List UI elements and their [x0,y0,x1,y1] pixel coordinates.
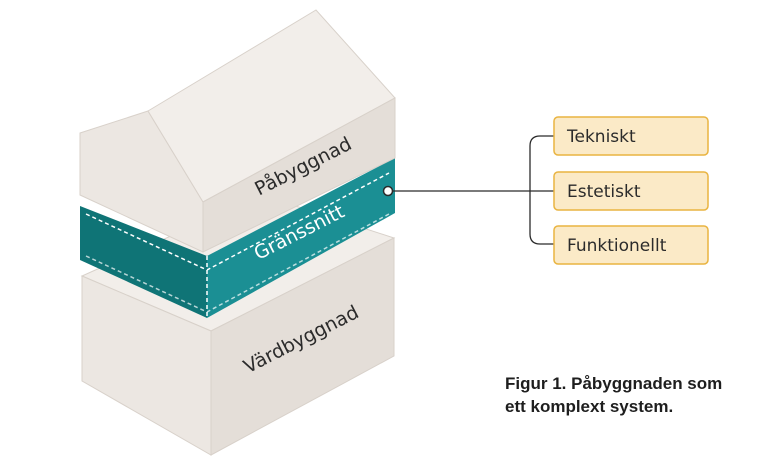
aspect-box-tekniskt: Tekniskt [553,116,709,156]
addition-building: Påbyggnad [79,9,396,253]
aspect-box-funktionellt: Funktionellt [553,225,709,265]
connector-bracket [529,135,554,245]
addition-right-face [202,97,396,253]
aspect-label: Funktionellt [567,236,667,256]
aspect-label: Estetiskt [567,182,641,202]
aspect-box-estetiskt: Estetiskt [553,171,709,211]
aspect-label: Tekniskt [566,127,636,147]
connector [382,135,554,245]
caption-line-1: Figur 1. Påbyggnaden som [505,374,723,393]
interface-right-face [207,158,395,318]
connector-endpoint-dot [382,185,394,197]
caption-line-2: ett komplext system. [505,397,674,416]
interface-left-face [80,206,207,318]
interface-dashed-outline [85,172,390,271]
host-building-right-face [210,237,395,456]
figure-caption: Figur 1. Påbyggnaden som ett komplext sy… [505,372,755,418]
interface-dashed-outline-bottom [85,213,390,313]
